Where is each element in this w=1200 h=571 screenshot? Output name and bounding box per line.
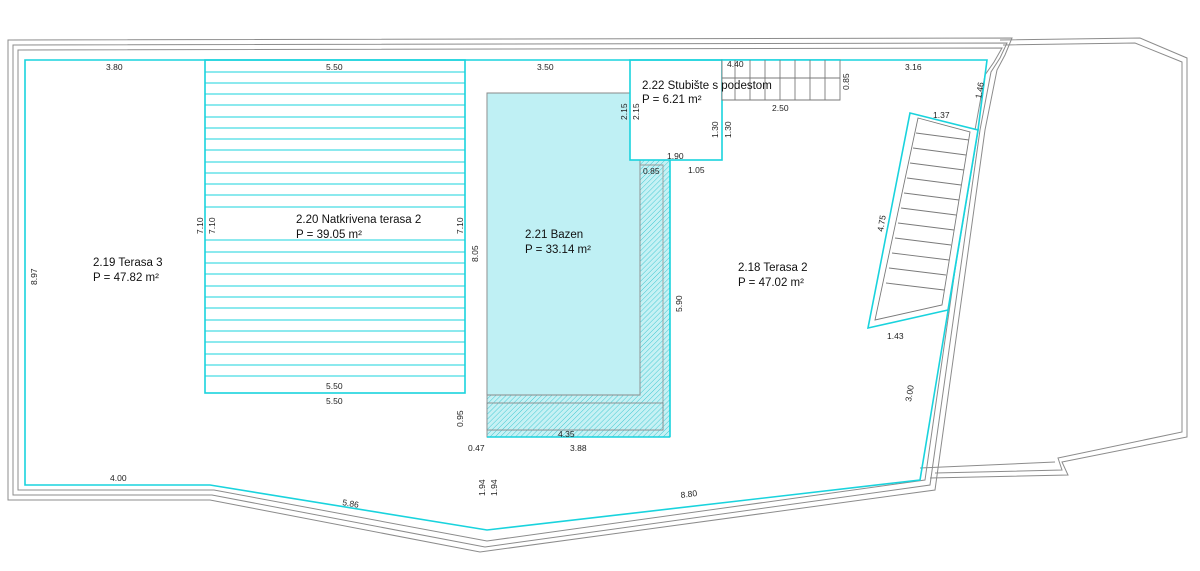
dim-388: 3.88 (570, 443, 587, 453)
staircase-treads (885, 132, 970, 291)
dim-380: 3.80 (106, 62, 123, 72)
dim-300: 3.00 (903, 384, 916, 402)
dim-194-a: 1.94 (477, 479, 487, 496)
dim-137: 1.37 (933, 110, 950, 120)
dim-880: 8.80 (680, 488, 698, 500)
room-name-terasa3: 2.19 Terasa 3 (93, 257, 162, 269)
room-area-terasa3: P = 47.82 m² (93, 272, 159, 284)
dim-130-a: 1.30 (710, 121, 720, 138)
room-area-bazen: P = 33.14 m² (525, 244, 591, 256)
dim-316: 3.16 (905, 62, 922, 72)
dim-130-b: 1.30 (723, 121, 733, 138)
stair-landing (629, 59, 723, 161)
dim-215-a: 2.15 (619, 103, 629, 120)
dimension-labels: 3.80 5.50 3.50 4.40 3.16 2.50 1.37 1.90 … (29, 59, 986, 510)
dim-105: 1.05 (688, 165, 705, 175)
covered-terrace (204, 59, 466, 394)
dim-146: 1.46 (973, 81, 986, 99)
dim-085-pool: 0.85 (643, 166, 660, 176)
dim-805: 8.05 (470, 245, 480, 262)
dim-590: 5.90 (674, 295, 684, 312)
pergola-slats (205, 71, 465, 377)
dim-095: 0.95 (455, 410, 465, 427)
dim-047: 0.47 (468, 443, 485, 453)
dim-435: 4.35 (558, 429, 575, 439)
room-area-stubiste: P = 6.21 m² (642, 94, 702, 106)
dim-350: 3.50 (537, 62, 554, 72)
stair-upper-treads (722, 60, 840, 100)
dim-550-top: 5.50 (326, 62, 343, 72)
pool-step (486, 402, 664, 431)
dim-897: 8.97 (29, 268, 39, 285)
dim-143: 1.43 (887, 331, 904, 341)
dim-550-b1: 5.50 (326, 381, 343, 391)
dim-586: 5.86 (342, 497, 360, 510)
dim-475: 4.75 (875, 214, 888, 232)
dim-710-b: 7.10 (207, 217, 217, 234)
dim-194-b: 1.94 (489, 479, 499, 496)
room-area-natkrivena: P = 39.05 m² (296, 229, 362, 241)
dim-085-stair: 0.85 (841, 73, 851, 90)
dim-440: 4.40 (727, 59, 744, 69)
terrace-zone (24, 59, 988, 531)
building-outline (7, 37, 1188, 553)
dim-190: 1.90 (667, 151, 684, 161)
dim-710-a: 7.10 (195, 217, 205, 234)
room-name-natkrivena: 2.20 Natkrivena terasa 2 (296, 214, 421, 226)
dim-550-b2: 5.50 (326, 396, 343, 406)
dim-215-b: 2.15 (631, 103, 641, 120)
room-name-bazen: 2.21 Bazen (525, 229, 583, 241)
dim-250: 2.50 (772, 103, 789, 113)
dim-400: 4.00 (110, 473, 127, 483)
room-name-terasa2: 2.18 Terasa 2 (738, 262, 807, 274)
room-name-stubiste: 2.22 Stubište s podestom (642, 80, 772, 92)
dim-710-c: 7.10 (455, 217, 465, 234)
room-area-terasa2: P = 47.02 m² (738, 277, 804, 289)
